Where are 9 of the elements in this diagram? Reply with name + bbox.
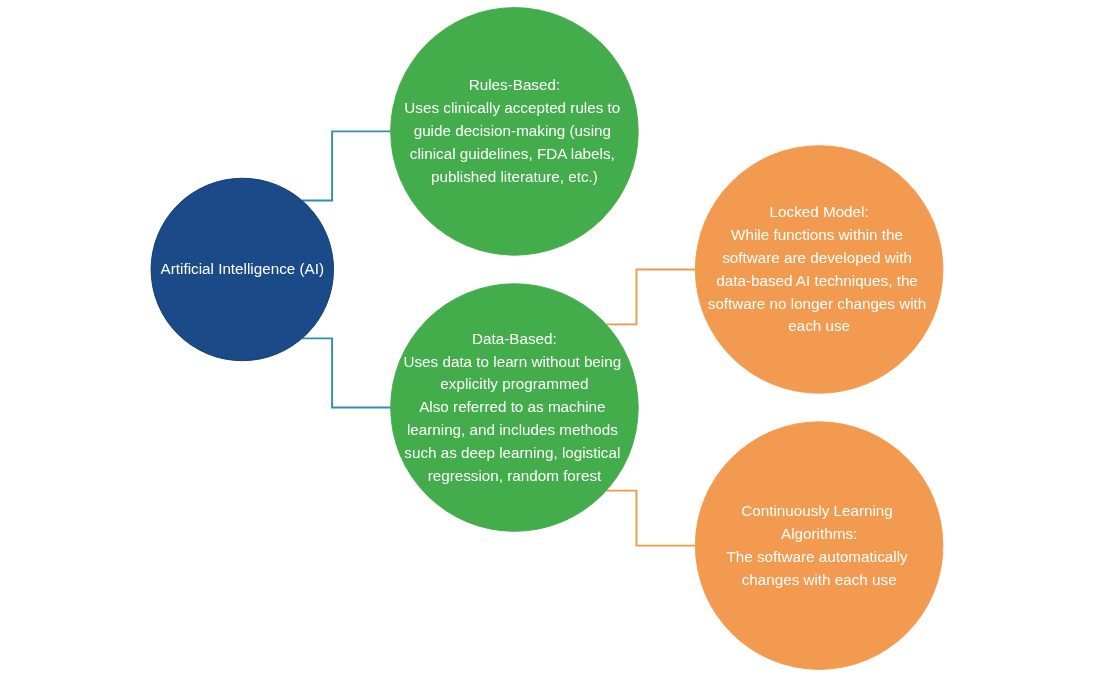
node-circle: Data-Based: Uses data to learn without being explicitly programmed Also referred to as machine learning, and includes methods such as deep learning, logistical regression, random forest	[390, 283, 639, 532]
node-circle: Continuously Learning Algorithms: The software automatically changes with each use	[694, 421, 944, 670]
connector	[605, 489, 697, 547]
node-circle: Artificial Intelligence (AI)	[150, 177, 334, 362]
node-circle: Rules-Based: Uses clinically accepted rules to guide decision-making (using clinical guidelines, FDA labels, published literature, etc.)	[390, 7, 639, 256]
connector	[301, 337, 392, 409]
connector	[605, 268, 697, 326]
node-circle: Locked Model: While functions within the software are developed with data-based AI techniques, the software no longer changes with each use	[694, 145, 944, 394]
connector	[301, 130, 392, 202]
